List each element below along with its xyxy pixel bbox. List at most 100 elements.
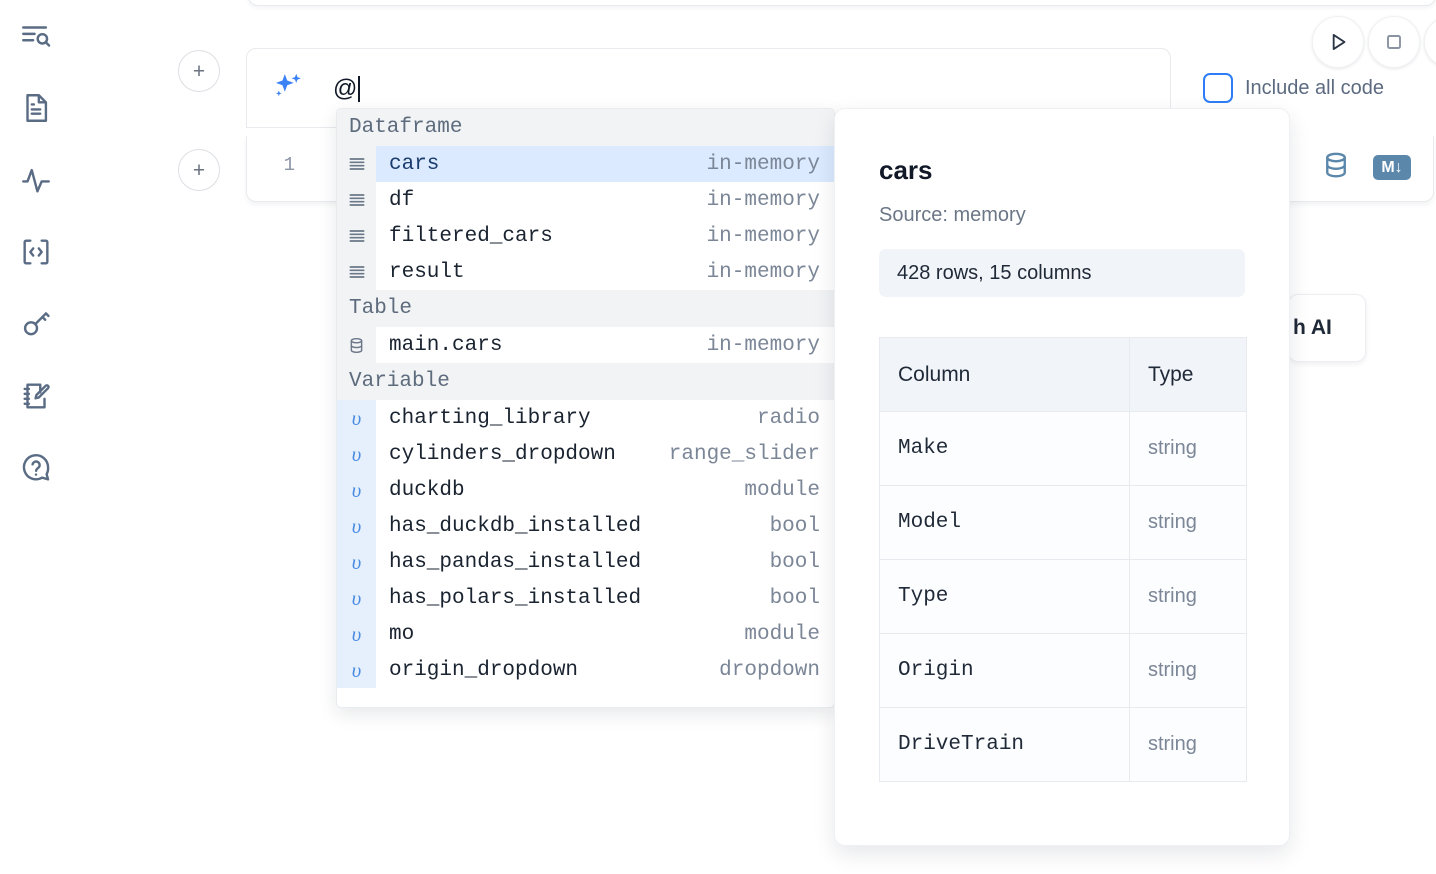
add-cell-button-bottom[interactable]: + [178,149,220,191]
stop-button[interactable] [1368,16,1420,68]
autocomplete-item[interactable]: result in-memory [337,254,834,290]
variable-icon: υ [337,544,376,580]
add-cell-label-top: + [192,59,206,83]
dataframe-icon [337,218,376,254]
variable-icon: υ [337,436,376,472]
ai-prompt-input[interactable]: @ [333,71,1156,107]
key-icon[interactable] [14,302,58,346]
variable-icon: υ [337,400,376,436]
variable-detail-panel: cars Source: memory 428 rows, 15 columns… [834,108,1290,846]
schema-column-type: string [1128,559,1248,634]
column-header-column: Column [879,337,1130,412]
autocomplete-item-name: charting_library [389,406,591,430]
autocomplete-item[interactable]: υ has_duckdb_installed bool [337,508,834,544]
schema-column-name: DriveTrain [879,707,1130,782]
dataframe-icon [337,182,376,218]
autocomplete-item-name: cars [389,152,440,176]
column-header-type: Type [1128,337,1248,412]
autocomplete-group-header: Variable [337,363,834,400]
dataframe-icon [337,254,376,290]
autocomplete-item-meta: module [744,478,820,502]
scratchpad-edit-icon[interactable] [14,374,58,418]
autocomplete-group-header: Dataframe [337,109,834,146]
autocomplete-item[interactable]: υ origin_dropdown dropdown [337,652,834,688]
markdown-icon-label: M [1381,158,1395,176]
markdown-icon[interactable]: M↓ [1373,155,1411,180]
variable-icon: υ [337,580,376,616]
schema-column-type: string [1128,411,1248,486]
autocomplete-item-meta: in-memory [706,152,820,176]
include-all-code-row[interactable]: Include all code [1203,73,1384,103]
autocomplete-item-meta: in-memory [706,224,820,248]
outline-search-icon[interactable] [14,14,58,58]
autocomplete-item[interactable]: main.cars in-memory [337,327,834,363]
line-number: 1 [283,154,295,176]
autocomplete-item-name: has_pandas_installed [389,550,642,574]
variable-icon: υ [337,508,376,544]
autocomplete-item-meta: dropdown [719,658,820,682]
run-button[interactable] [1312,16,1364,68]
autocomplete-item-name: mo [389,622,415,646]
detail-source: Source: memory [879,204,1026,226]
autocomplete-item-meta: bool [769,550,820,574]
table-database-icon [337,327,376,363]
dataframe-icon [337,146,376,182]
schema-column-name: Origin [879,633,1130,708]
autocomplete-item[interactable]: filtered_cars in-memory [337,218,834,254]
ai-prompt-value: @ [333,75,358,102]
autocomplete-item-meta: bool [769,586,820,610]
file-document-icon[interactable] [14,86,58,130]
previous-cell[interactable] [248,0,1436,6]
detail-shape-badge: 428 rows, 15 columns [879,249,1245,297]
autocomplete-item-name: result [389,260,465,284]
autocomplete-item-meta: in-memory [706,333,820,357]
autocomplete-item-meta: in-memory [706,260,820,284]
autocomplete-item-name: filtered_cars [389,224,553,248]
text-caret [358,76,361,102]
more-actions-button[interactable] [1424,16,1436,68]
autocomplete-item[interactable]: υ has_polars_installed bool [337,580,834,616]
generate-with-ai-label: h AI [1293,316,1332,339]
autocomplete-item-name: has_duckdb_installed [389,514,642,538]
autocomplete-item[interactable]: df in-memory [337,182,834,218]
autocomplete-item-name: has_polars_installed [389,586,642,610]
table-header-row: Column Type [879,337,1248,412]
include-all-code-checkbox[interactable] [1203,73,1233,103]
schema-column-type: string [1128,633,1248,708]
help-question-icon[interactable] [14,446,58,490]
autocomplete-item-name: main.cars [389,333,503,357]
autocomplete-group-header: Table [337,290,834,327]
autocomplete-item-name: duckdb [389,478,465,502]
schema-column-type: string [1128,707,1248,782]
schema-column-type: string [1128,485,1248,560]
autocomplete-item-meta: module [744,622,820,646]
detail-title: cars [879,155,933,185]
schema-column-name: Model [879,485,1130,560]
autocomplete-item[interactable]: cars in-memory [337,146,834,182]
generate-with-ai-card[interactable]: h AI [1288,294,1366,362]
variable-icon: υ [337,652,376,688]
autocomplete-item-meta: in-memory [706,188,820,212]
autocomplete-item[interactable]: υ has_pandas_installed bool [337,544,834,580]
add-cell-label-bottom: + [192,158,206,182]
schema-column-name: Make [879,411,1130,486]
autocomplete-item-name: origin_dropdown [389,658,579,682]
code-brackets-icon[interactable] [14,230,58,274]
add-cell-button-top[interactable]: + [178,50,220,92]
database-icon[interactable] [1321,150,1351,185]
variable-icon: υ [337,616,376,652]
autocomplete-item-meta: range_slider [668,442,820,466]
autocomplete-item-name: df [389,188,415,212]
autocomplete-item-meta: bool [769,514,820,538]
activity-pulse-icon[interactable] [14,158,58,202]
include-all-code-label: Include all code [1245,76,1384,99]
